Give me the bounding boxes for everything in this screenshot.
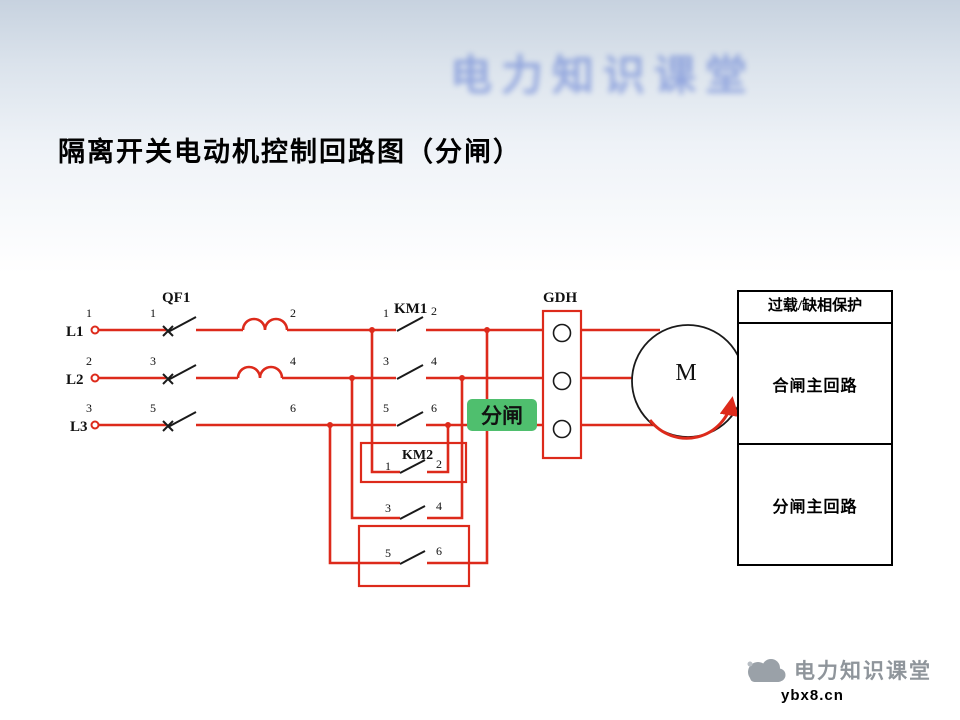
watermark-text: 电力知识课堂	[450, 54, 757, 100]
fenzha-badge: 分闸	[467, 399, 537, 431]
site-url: ybx8.cn	[781, 687, 844, 704]
terminal-l1	[90, 325, 100, 335]
km1-label: KM1	[394, 301, 427, 317]
badge-label: 分闸	[481, 404, 523, 428]
wire-number: 6	[431, 401, 437, 415]
phase-label-l1: L1	[66, 324, 84, 340]
qf1-cross-1	[162, 325, 174, 337]
gdh-element-1	[552, 323, 572, 343]
qf1-blade-3	[167, 411, 197, 428]
contacts	[162, 316, 426, 565]
brand-name: 电力知识课堂	[794, 660, 932, 683]
wire-number: 1	[383, 306, 389, 320]
gdh-label: GDH	[543, 290, 578, 306]
qf1-cross-3	[162, 420, 174, 432]
supply-terminals	[90, 325, 100, 430]
km2-label: KM2	[402, 448, 433, 463]
legend-row-opening: 分闸主回路	[772, 498, 858, 516]
wires	[98, 317, 660, 565]
wire-number: 3	[150, 354, 156, 368]
phase-label-l3: L3	[70, 419, 88, 435]
wire-number: 2	[290, 306, 296, 320]
wire-number: 2	[86, 354, 92, 368]
wire-number: 6	[436, 544, 442, 558]
junction-dots	[327, 327, 490, 428]
wire-number: 3	[385, 501, 391, 515]
wire-number: 4	[290, 354, 296, 368]
km1-blade-2	[396, 364, 424, 380]
badge-background	[467, 399, 537, 431]
rotation-arrow-icon	[648, 396, 739, 440]
km2-highlight-boxes	[357, 441, 471, 588]
km2-blade-3	[399, 550, 426, 565]
wire-number: 4	[436, 499, 442, 513]
phase-label-l2: L2	[66, 372, 84, 388]
wire-number: 5	[385, 546, 391, 560]
wire-number: 5	[150, 401, 156, 415]
wire-number: 1	[385, 459, 391, 473]
terminal-l2	[90, 373, 100, 383]
qf1-blade-2	[167, 364, 197, 381]
km2-blade-1	[399, 459, 426, 474]
km2-box-bottom	[357, 524, 471, 588]
legend-row-closing: 合闸主回路	[739, 324, 891, 445]
motor: M	[631, 324, 745, 440]
qf1-blade-1	[167, 316, 197, 333]
legend-table: 过载/缺相保护 合闸主回路 分闸主回路	[737, 290, 893, 566]
page-title: 隔离开关电动机控制回路图（分闸）	[58, 137, 522, 167]
qf1-cross-2	[162, 373, 174, 385]
wire-number: 1	[86, 306, 92, 320]
legend-header: 过载/缺相保护	[739, 292, 891, 324]
qf1-label: QF1	[162, 290, 190, 306]
km1-blade-1	[396, 316, 424, 332]
wire-number: 4	[431, 354, 437, 368]
km2-blade-2	[399, 505, 426, 520]
km1-blade-3	[396, 411, 424, 427]
cloud-icon	[747, 659, 786, 682]
terminal-l3	[90, 420, 100, 430]
wire-number: 3	[86, 401, 92, 415]
wire-number: 3	[383, 354, 389, 368]
gdh-element-2	[552, 371, 572, 391]
wire-number: 6	[290, 401, 296, 415]
wire-number: 2	[436, 457, 442, 471]
wire-number: 2	[431, 304, 437, 318]
wire-number: 1	[150, 306, 156, 320]
km2-box-top	[359, 441, 468, 484]
gdh-component	[541, 309, 583, 460]
wire-number: 5	[383, 401, 389, 415]
gdh-element-3	[552, 419, 572, 439]
motor-label: M	[675, 360, 696, 386]
